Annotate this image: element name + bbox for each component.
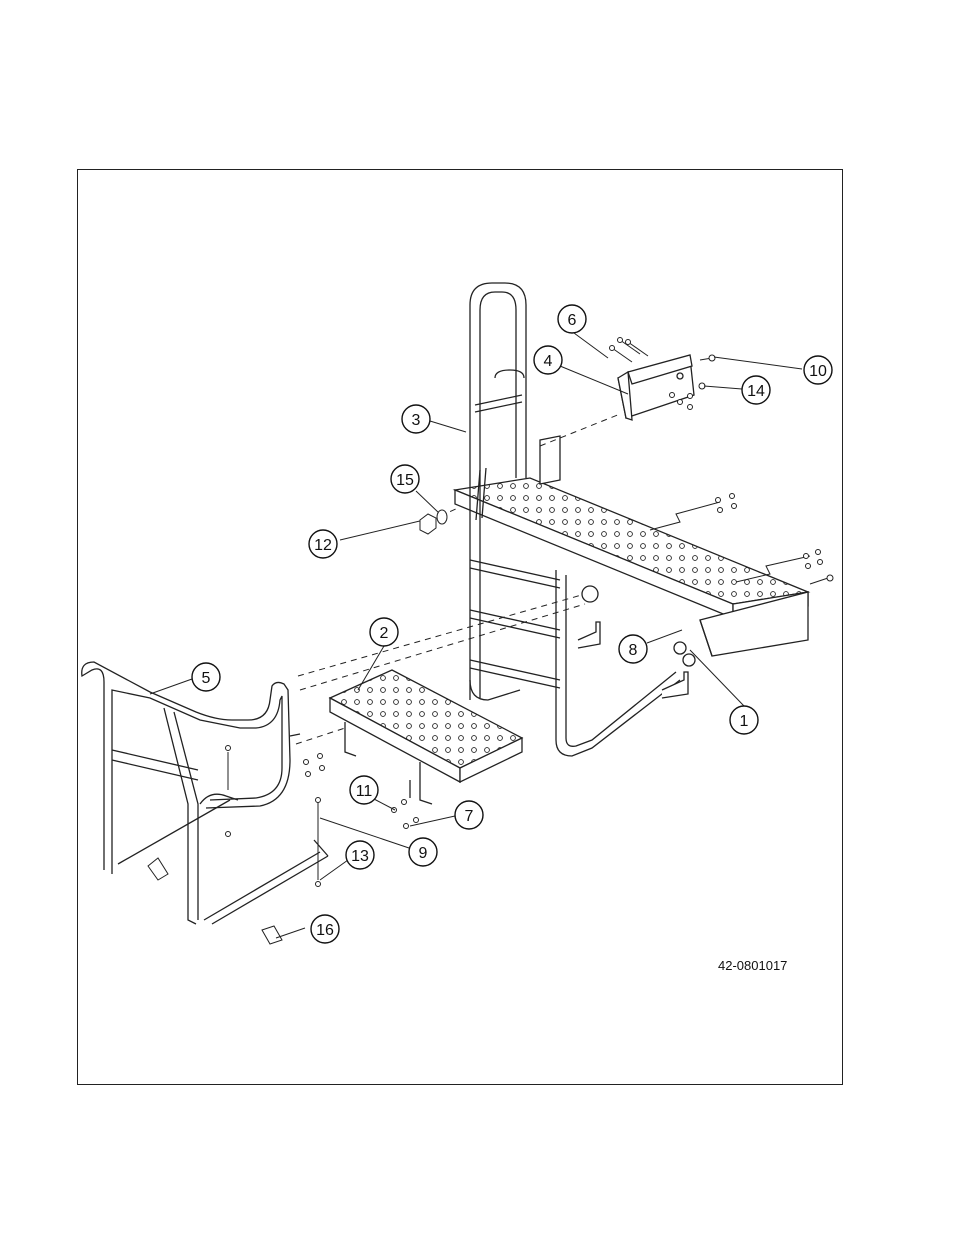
callout-15-label: 15 (396, 472, 414, 489)
callout-5: 5 (192, 663, 220, 691)
callout-4-label: 4 (544, 353, 553, 370)
callout-11: 11 (350, 776, 378, 804)
callout-3: 3 (402, 405, 430, 433)
callout-7-label: 7 (465, 808, 474, 825)
callout-10: 10 (804, 356, 832, 384)
callout-8: 8 (619, 635, 647, 663)
mounting-bracket (618, 355, 694, 420)
callout-10-label: 10 (809, 363, 827, 380)
callout-15: 15 (391, 465, 419, 493)
callout-12-label: 12 (314, 537, 332, 554)
callout-8-label: 8 (629, 642, 638, 659)
main-platform (455, 436, 808, 656)
callout-16: 16 (311, 915, 339, 943)
handrail (82, 662, 328, 924)
callout-12: 12 (309, 530, 337, 558)
callout-13-label: 13 (351, 848, 369, 865)
callout-6: 6 (558, 305, 586, 333)
callout-16-label: 16 (316, 922, 334, 939)
pins-feet (148, 746, 321, 945)
callout-7: 7 (455, 801, 483, 829)
callout-6-label: 6 (568, 312, 577, 329)
leader-lines (150, 333, 802, 938)
callout-9-label: 9 (419, 845, 428, 862)
callout-2-label: 2 (380, 625, 389, 642)
callout-9: 9 (409, 838, 437, 866)
callout-11-label: 11 (356, 783, 373, 800)
callout-4: 4 (534, 346, 562, 374)
callout-5-label: 5 (202, 670, 211, 687)
nut-washer (420, 510, 447, 534)
callout-13: 13 (346, 841, 374, 869)
callout-1: 1 (730, 706, 758, 734)
callout-2: 2 (370, 618, 398, 646)
callout-3-label: 3 (412, 412, 421, 429)
drawing-number: 42-0801017 (718, 958, 787, 973)
callout-14-label: 14 (747, 383, 765, 400)
callout-14: 14 (742, 376, 770, 404)
callout-1-label: 1 (740, 713, 749, 730)
